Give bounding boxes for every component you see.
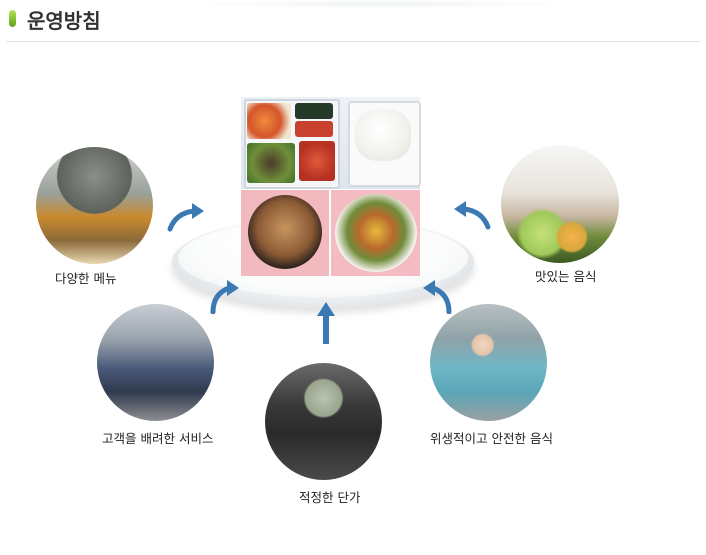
circle-delicious-food bbox=[501, 145, 619, 263]
circle-hygienic-food bbox=[430, 304, 547, 421]
page-title: 운영방침 bbox=[27, 9, 101, 33]
bibimbap-bowl bbox=[335, 194, 417, 272]
section-header: 운영방침 bbox=[0, 0, 706, 44]
header-bullet-icon bbox=[9, 10, 16, 27]
label-various-menu: 다양한 메뉴 bbox=[55, 271, 117, 286]
side-dish-1 bbox=[247, 103, 291, 139]
stew-bowl bbox=[248, 195, 322, 269]
arrow-right-bottom-icon bbox=[423, 280, 452, 314]
top-glow bbox=[200, 0, 560, 8]
header-divider bbox=[6, 41, 700, 42]
label-customer-service: 고객을 배려한 서비스 bbox=[102, 431, 214, 446]
arrow-left-bottom-icon bbox=[210, 280, 239, 314]
label-delicious-food: 맛있는 음식 bbox=[535, 269, 597, 284]
label-fair-price: 적정한 단가 bbox=[299, 490, 361, 505]
side-dish-3 bbox=[295, 121, 333, 137]
side-dish-4 bbox=[247, 143, 295, 183]
arrow-right-top-icon bbox=[454, 201, 491, 230]
label-hygienic-food: 위생적이고 안전한 음식 bbox=[430, 431, 553, 446]
rice bbox=[355, 109, 411, 161]
center-food-image bbox=[241, 97, 421, 276]
arrow-bottom-icon bbox=[317, 302, 335, 344]
circle-fair-price bbox=[265, 363, 382, 480]
circle-customer-service bbox=[97, 304, 214, 421]
arrow-left-top-icon bbox=[167, 203, 204, 232]
circle-various-menu bbox=[36, 147, 153, 264]
side-dish-2 bbox=[295, 103, 333, 119]
side-dish-5 bbox=[299, 141, 335, 181]
